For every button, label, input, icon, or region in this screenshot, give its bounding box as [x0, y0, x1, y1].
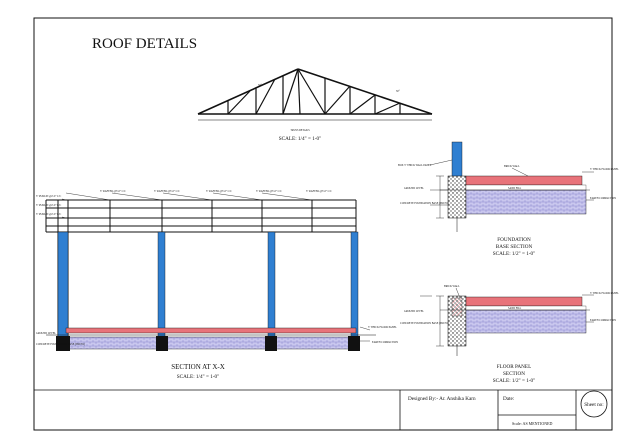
section-xx-top-label-1: 3" RAFTER @5'-0" C/C [100, 190, 126, 193]
foundation-base-label: CONCRETE FOUNDATION BASE (TRUSS) [400, 202, 449, 205]
floor-panel-title: FLOOR PANEL [497, 364, 532, 370]
foundation-wall-panel-label: BOX 3" THICK WALL PANEL [398, 164, 432, 167]
truss-drawing [197, 68, 433, 121]
truss-scale: SCALE: 1/4" = 1-0" [279, 136, 321, 142]
floor-panel-brick-label: BRICK WALL [444, 285, 460, 288]
truss-callout-right: 30° [396, 90, 400, 93]
scale-label: Scale: AS MENTIONED [512, 421, 553, 426]
foundation-earth-label: EARTH COMPACTION [590, 197, 616, 200]
floor-panel-scale: SCALE: 1/2" = 1-0" [493, 378, 535, 384]
section-xx-top-label-5: 3" RAFTER @5'-0" C/C [306, 190, 332, 193]
sheet-title: ROOF DETAILS [92, 36, 197, 52]
section-xx-scale: SCALE: 1/4" = 1-0" [177, 374, 219, 380]
section-xx-ground-label: GROUND LEVEL [36, 332, 56, 335]
date-label: Date: [503, 396, 515, 402]
section-xx-left-label-1: 3" PURLIN @2'-0" C/C [36, 195, 61, 198]
foundation-drawing [429, 141, 594, 232]
section-xx-top-label-4: 3" RAFTER @5'-0" C/C [256, 190, 282, 193]
section-xx-title: SECTION AT X-X [171, 363, 225, 371]
floor-panel-earth-label: EARTH COMPACTION [590, 319, 616, 322]
foundation-scale: SCALE: 1/2" = 1-0" [493, 251, 535, 257]
truss-name: TRUSS DETAILS [290, 129, 310, 132]
foundation-floor-label: 5" THICK FLOOR PANEL [590, 168, 619, 171]
floor-panel-ground-label: GROUND LEVEL [404, 310, 424, 313]
section-xx-top-label-2: 3" RAFTER @5'-0" C/C [154, 190, 180, 193]
section-xx-top-label-3: 3" RAFTER @5'-0" C/C [206, 190, 232, 193]
section-xx-earth-label: EARTH COMPACTION [372, 341, 398, 344]
section-xx-floor-label: 5" THICK FLOOR PANEL [368, 326, 397, 329]
section-xx-base-label: CONCRETE FOUNDATION BASE (TRUSS) [36, 343, 85, 346]
foundation-ground-label: GROUND LEVEL [404, 187, 424, 190]
foundation-title: FOUNDATION [497, 237, 531, 243]
foundation-subtitle: BASE SECTION [496, 244, 533, 250]
floor-panel-subtitle: SECTION [503, 371, 525, 377]
section-xx-drawing [45, 192, 376, 351]
floor-panel-floor-label: 5" THICK FLOOR PANEL [590, 292, 619, 295]
title-block [34, 389, 612, 430]
floor-panel-drawing [420, 287, 594, 356]
sheet-no: Sheet no: [584, 402, 604, 408]
truss-callout-left: 30° [258, 84, 262, 87]
designed-by: Designed By:- Ar. Anshika Karn [408, 396, 476, 402]
floor-panel-base-label: CONCRETE FOUNDATION BASE (TRUSS) [400, 322, 449, 325]
section-xx-left-label-3: 3" PURLIN @2'-0" C/C [36, 213, 61, 216]
sheet-border [33, 17, 613, 431]
floor-panel-sand-label: SAND FILL [508, 307, 522, 310]
section-xx-left-label-2: 3" PURLIN @2'-0" C/C [36, 204, 61, 207]
foundation-sand-label: SAND FILL [508, 187, 522, 190]
foundation-brick-label: BRICK WALL [504, 165, 520, 168]
